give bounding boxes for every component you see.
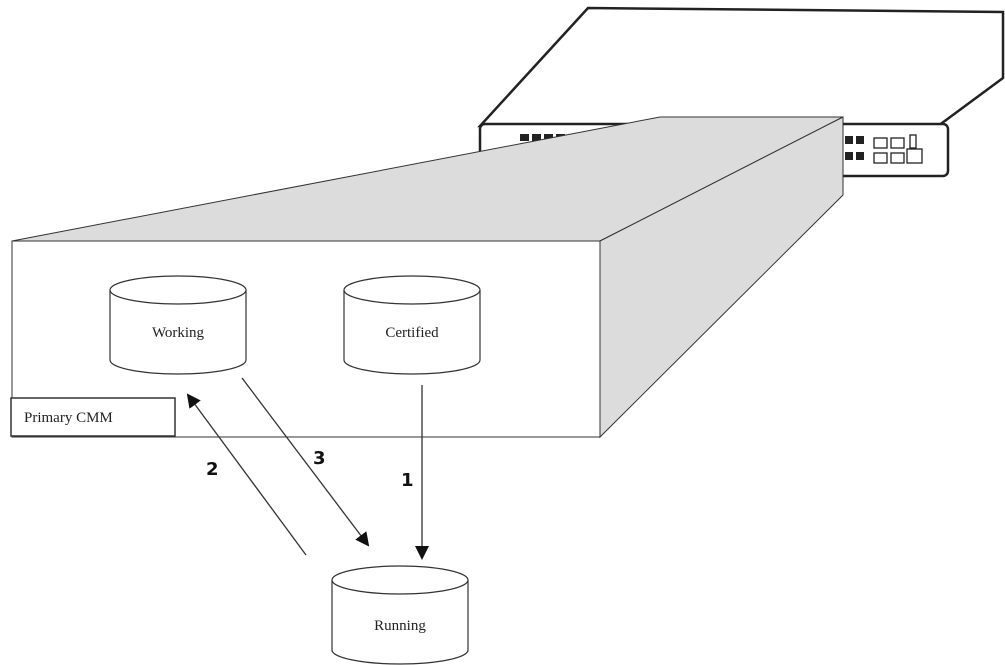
step-2-label: 2 <box>206 459 219 480</box>
step-3-label: 3 <box>313 448 326 469</box>
primary-cmm-label-box: Primary CMM <box>10 397 176 437</box>
chassis-top-panel <box>477 6 1005 128</box>
running-label: Running <box>374 618 426 634</box>
working-label: Working <box>152 325 205 341</box>
primary-cmm-label: Primary CMM <box>24 410 113 426</box>
certified-directory-cylinder: Certified <box>343 275 481 375</box>
step-1-label: 1 <box>401 470 414 491</box>
working-directory-cylinder: Working <box>109 275 247 375</box>
arrow-working-to-running <box>241 377 370 547</box>
chassis-ports-right <box>845 134 923 164</box>
arrow-running-to-working <box>186 393 307 556</box>
certified-label: Certified <box>385 325 439 341</box>
running-directory-cylinder: Running <box>331 565 469 665</box>
